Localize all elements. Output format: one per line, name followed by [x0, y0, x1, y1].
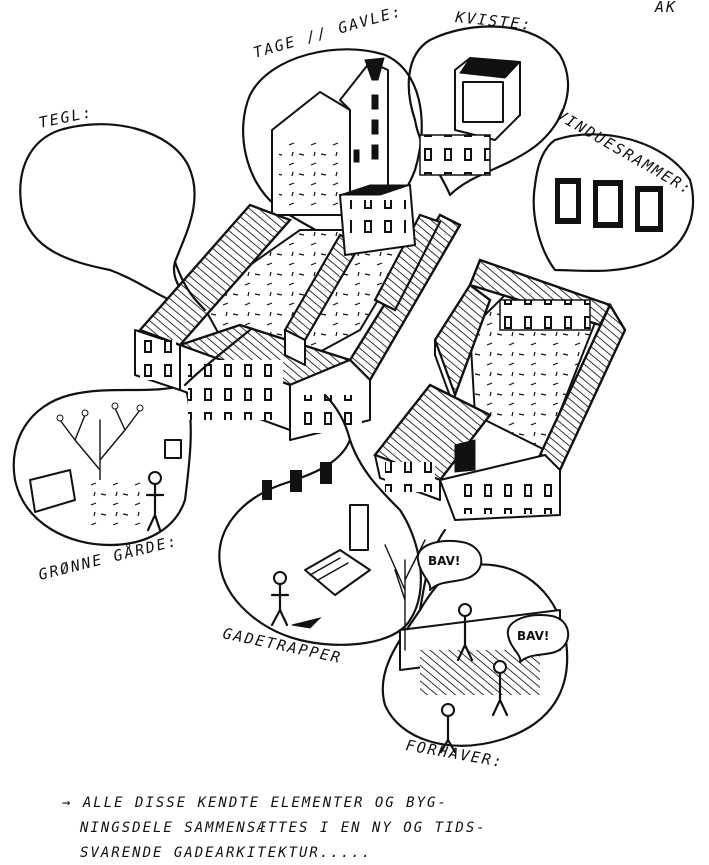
green-courtyard-bubble — [12, 383, 192, 547]
label-forhaver: FORHAVER: — [404, 736, 505, 771]
left-city-block — [134, 184, 462, 441]
caption-line-1: → ALLE DISSE KENDTE ELEMENTER OG BYG- — [62, 795, 448, 811]
brick-bubble — [19, 123, 207, 312]
speech-bubble-2: BAV! — [506, 614, 570, 663]
gable-bubble — [242, 48, 423, 257]
window-frame-bubble — [532, 133, 695, 273]
street-stairs-bubble — [218, 438, 422, 646]
corner-mark: AK — [654, 0, 677, 16]
connector-brick — [173, 260, 207, 312]
label-gronne-garde: GRØNNE GÅRDE: — [36, 531, 180, 584]
connector-courtyard — [183, 328, 252, 387]
svg-text:BAV!: BAV! — [517, 629, 549, 643]
label-gadetrapper: GADETRAPPER — [221, 624, 343, 667]
right-city-block — [373, 258, 627, 521]
caption-line-3: SVARENDE GADEARKITEKTUR..... — [80, 845, 372, 861]
svg-text:BAV!: BAV! — [428, 554, 460, 568]
speech-bubble-1: BAV! — [416, 540, 483, 591]
dormer-bubble — [407, 25, 570, 197]
caption-line-2: NINGSDELE SAMMENSÆTTES I EN NY OG TIDS- — [79, 820, 487, 836]
connector-stairs — [323, 393, 352, 442]
label-kviste: KVISTE: — [454, 8, 534, 34]
